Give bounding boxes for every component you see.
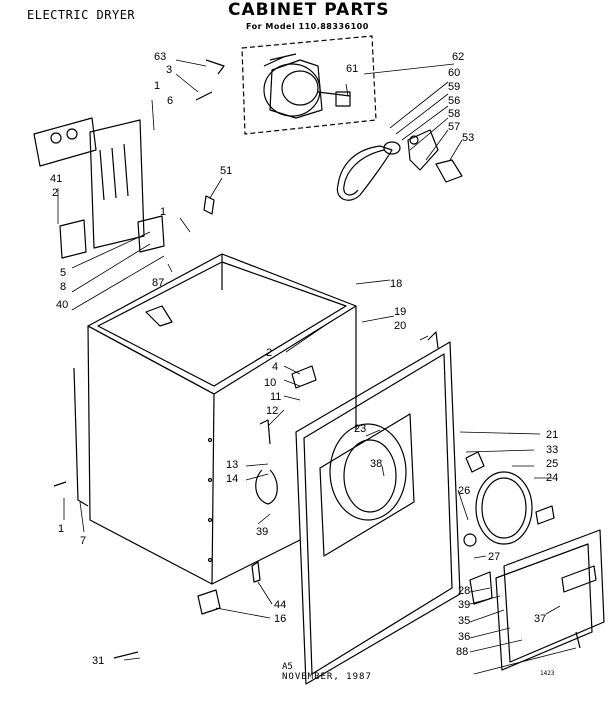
callout-label: 5 bbox=[60, 267, 66, 279]
callout-label: 35 bbox=[458, 615, 470, 627]
callout-label: 56 bbox=[448, 95, 460, 107]
callout-label: 24 bbox=[546, 472, 558, 484]
front-panel bbox=[295, 341, 461, 685]
callout-label: 31 bbox=[92, 655, 104, 667]
callout-label: 7 bbox=[80, 535, 86, 547]
callout-label: 59 bbox=[448, 81, 460, 93]
callout-label: 14 bbox=[226, 473, 238, 485]
callout-label: 62 bbox=[452, 51, 464, 63]
leader-lines bbox=[57, 59, 577, 675]
callout-label: 44 bbox=[274, 599, 286, 611]
callout-label: 20 bbox=[394, 320, 406, 332]
callout-label: 41 bbox=[50, 173, 62, 185]
callout-label: 51 bbox=[220, 165, 232, 177]
drive-belt bbox=[336, 145, 393, 201]
callout-label: 10 bbox=[264, 377, 276, 389]
diagram-title: CABINET PARTS bbox=[228, 0, 390, 20]
idler-pulley bbox=[383, 129, 463, 183]
product-label: ELECTRIC DRYER bbox=[27, 8, 136, 22]
callout-label: 18 bbox=[390, 278, 402, 290]
callout-label: 87 bbox=[152, 277, 164, 289]
callout-label: 11 bbox=[270, 391, 281, 403]
callout-label: 21 bbox=[546, 429, 558, 441]
callout-label: 3 bbox=[166, 64, 172, 76]
callout-labels: 63 3 1 6 62 61 60 59 56 58 57 53 41 2 51… bbox=[50, 51, 558, 667]
callout-label: 60 bbox=[448, 67, 460, 79]
callout-label: 4 bbox=[272, 361, 278, 373]
cabinet bbox=[73, 253, 357, 585]
callout-label: 23 bbox=[354, 423, 366, 435]
callout-label: 40 bbox=[56, 299, 68, 311]
callout-label: 25 bbox=[546, 458, 558, 470]
callout-label: 8 bbox=[60, 281, 66, 293]
callout-label: 36 bbox=[458, 631, 470, 643]
motor-assembly bbox=[241, 35, 377, 135]
callout-label: 13 bbox=[226, 459, 238, 471]
terminal-block bbox=[33, 117, 165, 259]
callout-label: 2 bbox=[266, 347, 272, 359]
callout-label: 28 bbox=[458, 585, 470, 597]
callout-label: 58 bbox=[448, 108, 460, 120]
callout-label: 33 bbox=[546, 444, 558, 456]
callout-label: 63 bbox=[154, 51, 166, 63]
revision-label: A5 bbox=[282, 662, 293, 672]
callout-label: 12 bbox=[266, 405, 278, 417]
callout-label: 57 bbox=[448, 121, 460, 133]
callout-label: 26 bbox=[458, 485, 470, 497]
callout-label: 38 bbox=[370, 458, 382, 470]
revision-date: NOVEMBER, 1987 bbox=[282, 672, 372, 682]
callout-label: 53 bbox=[462, 132, 474, 144]
callout-label: 2 bbox=[52, 187, 58, 199]
callout-label: 61 bbox=[346, 63, 358, 75]
small-parts bbox=[53, 59, 439, 659]
callout-label: 39 bbox=[256, 526, 268, 538]
callout-label: 6 bbox=[167, 95, 173, 107]
model-number: For Model 110.88336100 bbox=[246, 22, 369, 31]
callout-label: 19 bbox=[394, 306, 406, 318]
callout-label: 1 bbox=[58, 523, 64, 535]
door-assembly bbox=[463, 451, 605, 671]
callout-label: 1 bbox=[154, 80, 160, 92]
callout-label: 88 bbox=[456, 646, 468, 658]
callout-label: 16 bbox=[274, 613, 286, 625]
callout-label: 39 bbox=[458, 599, 470, 611]
callout-label: 1 bbox=[160, 206, 166, 218]
callout-label: 37 bbox=[534, 613, 546, 625]
drawing-code: 1423 bbox=[540, 670, 555, 677]
callout-label: 27 bbox=[488, 551, 500, 563]
